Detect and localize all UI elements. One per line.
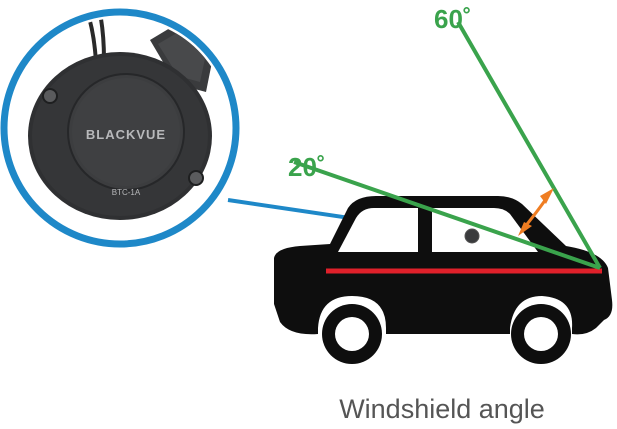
diagram-caption: Windshield angle bbox=[339, 394, 545, 424]
double-arrow-icon bbox=[518, 188, 554, 236]
angle-line-20 bbox=[293, 160, 601, 270]
angle-label-60: 60˚ bbox=[434, 4, 472, 34]
camera-mount-point bbox=[464, 228, 480, 244]
dashcam-icon: BLACKVUE BTC-1A bbox=[28, 52, 212, 220]
camera-brand-label: BLACKVUE bbox=[86, 127, 166, 142]
angle-label-20: 20˚ bbox=[288, 152, 326, 182]
angle-line-60 bbox=[456, 21, 602, 269]
camera-model-label: BTC-1A bbox=[112, 188, 141, 197]
camera-inset: BLACKVUE BTC-1A bbox=[0, 8, 240, 248]
car-silhouette-icon bbox=[274, 196, 613, 364]
